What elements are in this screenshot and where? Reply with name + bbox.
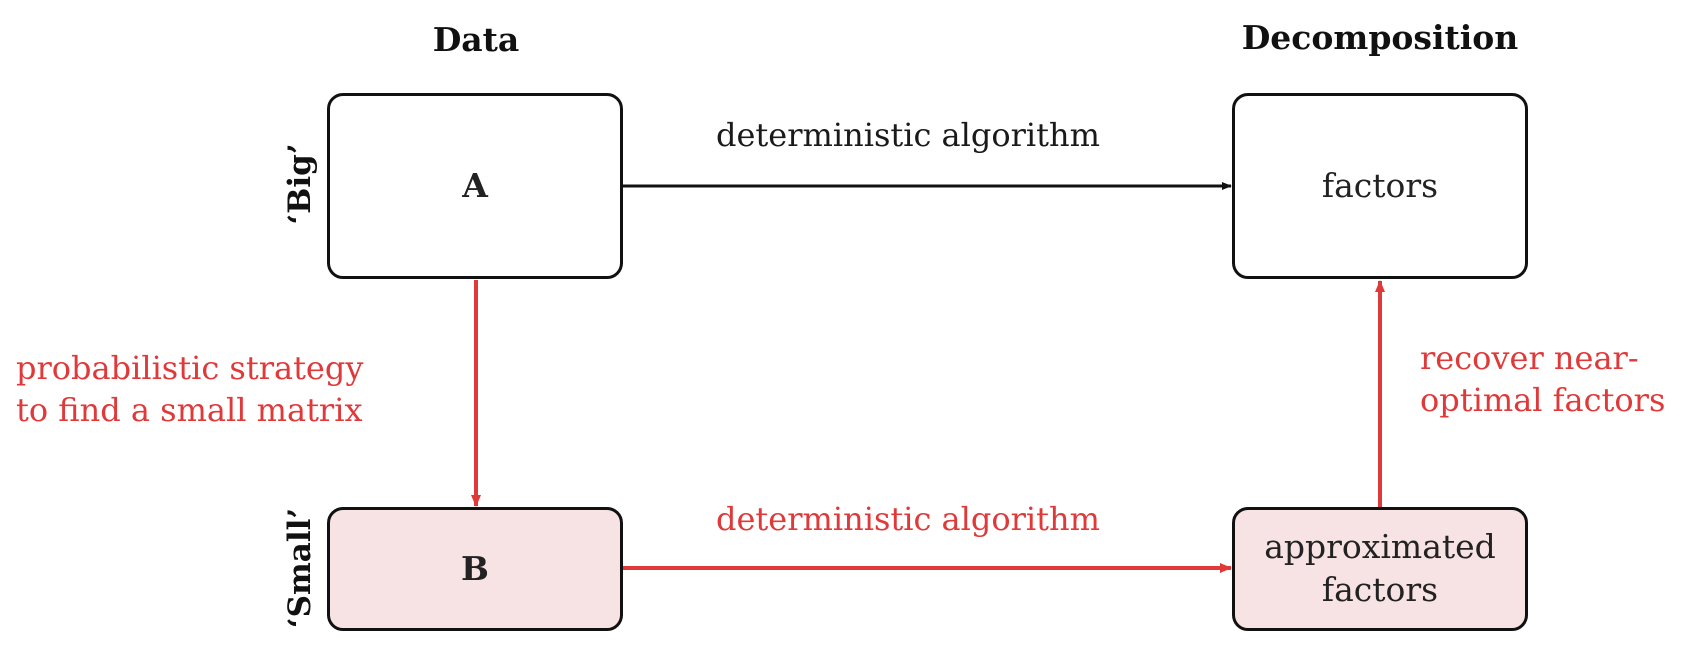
- box-a-label: A: [462, 165, 488, 205]
- box-a: A: [327, 93, 623, 279]
- header-decomposition: Decomposition: [1241, 18, 1519, 57]
- header-data: Data: [432, 20, 520, 59]
- box-b: B: [327, 507, 623, 631]
- label-approx-to-factors-line2: optimal factors: [1420, 380, 1666, 419]
- box-b-label: B: [461, 548, 489, 588]
- label-a-to-b: probabilistic strategy to find a small m…: [16, 348, 363, 431]
- row-label-small: ‘Small’: [282, 507, 318, 629]
- box-approximated-factors-label: approximated factors: [1264, 526, 1496, 612]
- label-a-to-b-line2: to find a small matrix: [16, 390, 363, 429]
- label-a-to-factors: deterministic algorithm: [716, 116, 1100, 154]
- row-label-big: ‘Big’: [282, 143, 318, 225]
- label-b-to-approx: deterministic algorithm: [716, 500, 1100, 538]
- label-approx-to-factors: recover near- optimal factors: [1420, 338, 1665, 421]
- box-approximated-factors-line1: approximated: [1264, 527, 1496, 567]
- box-approximated-factors-line2: factors: [1321, 570, 1439, 609]
- box-factors-label: factors: [1321, 165, 1439, 205]
- box-factors: factors: [1232, 93, 1528, 279]
- box-approximated-factors: approximated factors: [1232, 507, 1528, 631]
- label-a-to-b-line1: probabilistic strategy: [16, 349, 364, 387]
- label-approx-to-factors-line1: recover near-: [1420, 339, 1639, 377]
